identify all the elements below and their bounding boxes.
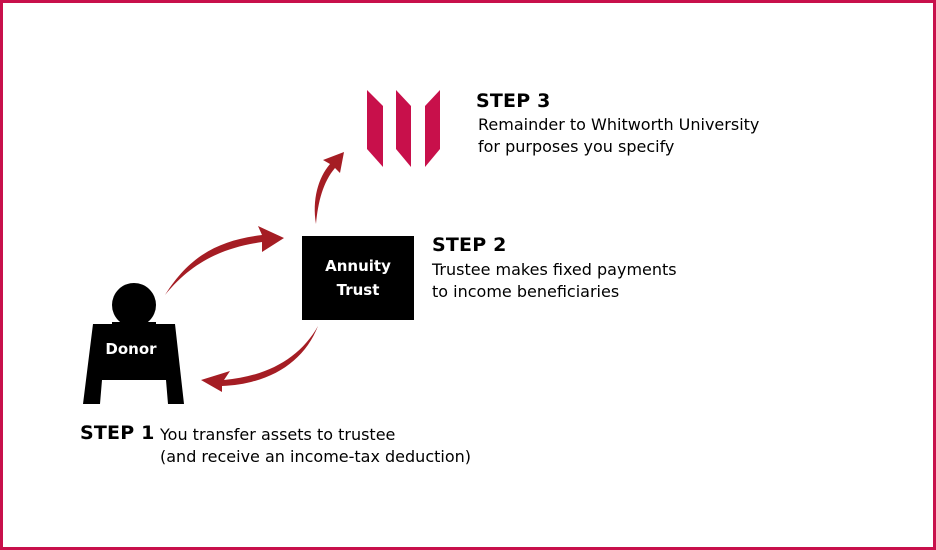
step3-description: Remainder to Whitworth University for pu… [478,114,759,158]
curved-arrow-icon [165,226,284,295]
step3-line1: Remainder to Whitworth University [478,115,760,134]
curved-arrow-icon [314,152,344,224]
step2-title: STEP 2 [432,234,507,256]
curved-arrow-icon [201,326,318,392]
step2-line2: to income beneficiaries [432,282,620,301]
step2-line1: Trustee makes fixed payments [432,260,677,279]
step3-line2: for purposes you specify [478,137,675,156]
step3-title: STEP 3 [476,90,551,112]
step2-description: Trustee makes fixed payments to income b… [432,259,677,303]
step1-line2: (and receive an income-tax deduction) [160,447,472,466]
donor-label: Donor [105,340,157,358]
trust-label-line2: Trust [336,281,380,299]
step1-line1: You transfer assets to trustee [160,425,396,444]
trust-label-line1: Annuity [325,257,391,275]
person-icon [83,283,184,404]
annuity-trust-box: Annuity Trust [302,236,414,320]
step1-title: STEP 1 [80,422,155,444]
whitworth-logo-icon [367,90,440,167]
step1-description: You transfer assets to trustee (and rece… [160,424,471,468]
